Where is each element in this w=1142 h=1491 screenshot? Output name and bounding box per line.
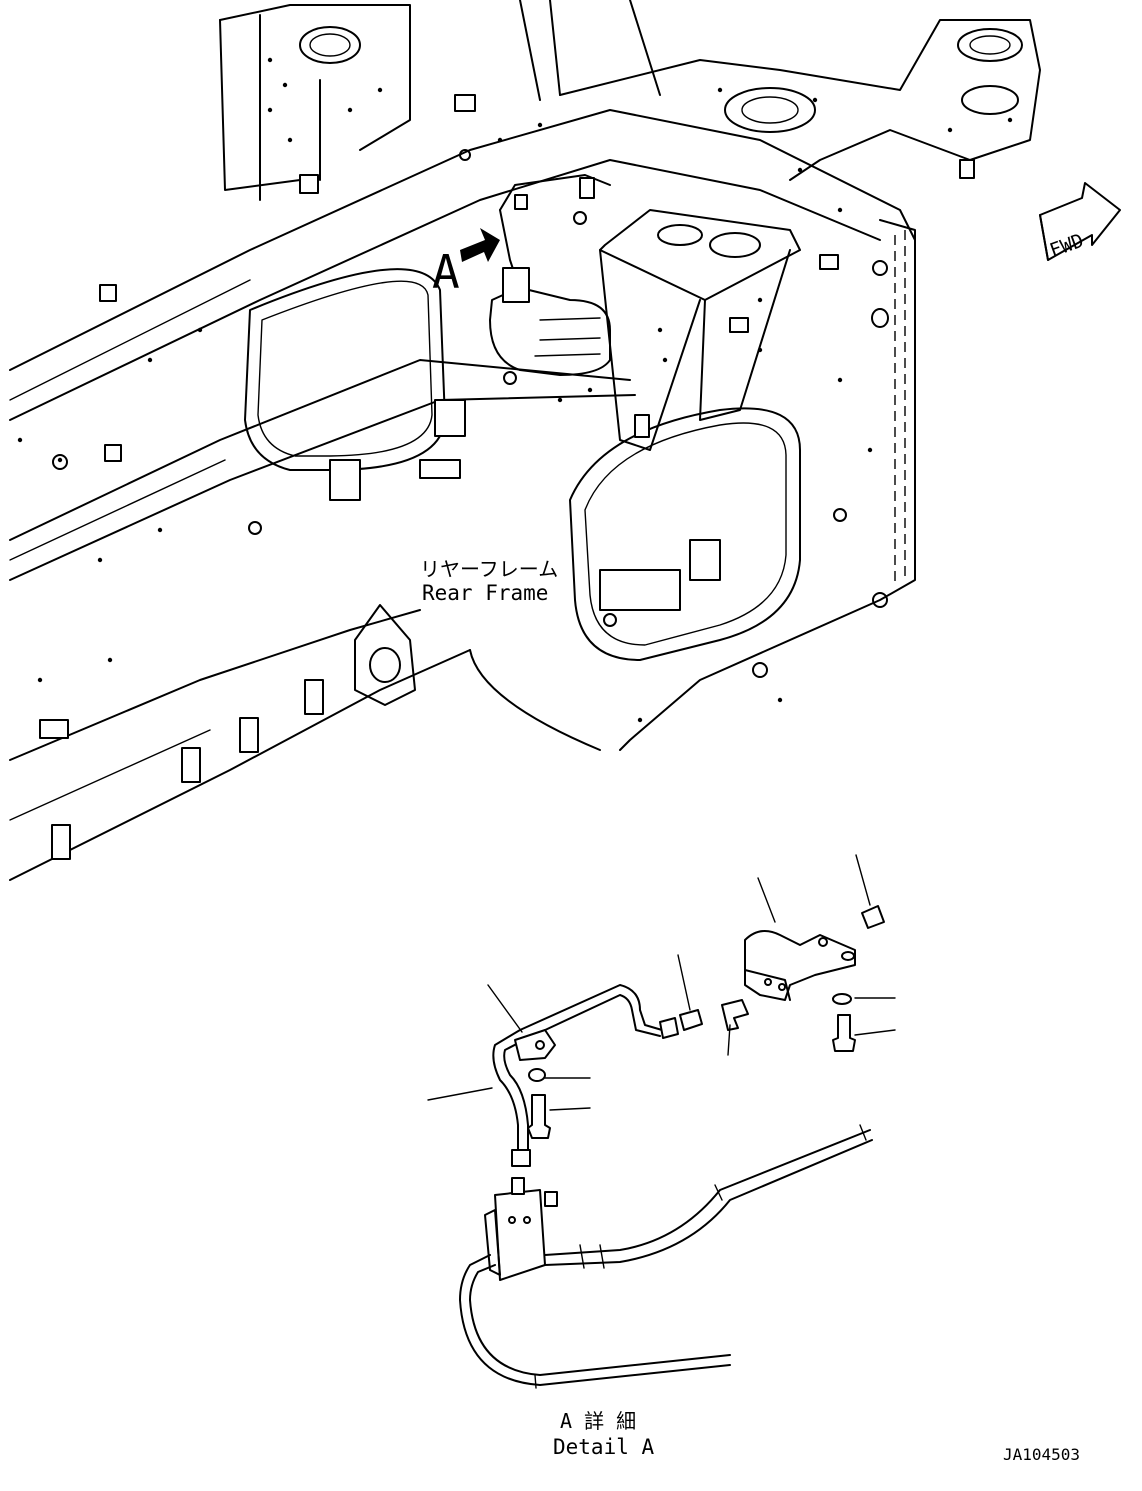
pressure-switch <box>861 905 885 929</box>
hose-left <box>459 1254 731 1386</box>
connector <box>721 999 749 1031</box>
leader-lines <box>427 854 896 1111</box>
clamp-washer <box>528 1068 546 1082</box>
detail-a-label-en: Detail A <box>553 1435 655 1459</box>
view-a-marker: A <box>432 245 460 299</box>
mounting-bracket <box>744 930 856 1001</box>
frame-brake-line <box>489 174 611 376</box>
bracket-bolt <box>832 1014 856 1052</box>
hose-right <box>544 1129 871 1256</box>
view-a-arrow <box>460 228 500 262</box>
round-bosses <box>52 149 889 678</box>
detail-a-label-jp: A 詳 細 <box>560 1409 636 1433</box>
union-fitting <box>679 1009 703 1031</box>
rear-frame-label-en: Rear Frame <box>422 581 548 605</box>
bracket-washer <box>832 993 852 1005</box>
fwd-arrow <box>1039 182 1121 261</box>
brake-tube <box>492 984 663 1156</box>
detail-a-assembly <box>427 854 896 1389</box>
bolt-holes <box>17 57 1013 723</box>
rear-frame-assembly <box>9 0 1041 881</box>
drawing-number: JA104503 <box>1003 1445 1080 1464</box>
clamp-bolt <box>527 1094 551 1139</box>
mounting-blocks <box>39 94 975 860</box>
valve-block <box>494 1189 546 1281</box>
rear-frame-label-jp: リヤーフレーム <box>420 557 558 581</box>
